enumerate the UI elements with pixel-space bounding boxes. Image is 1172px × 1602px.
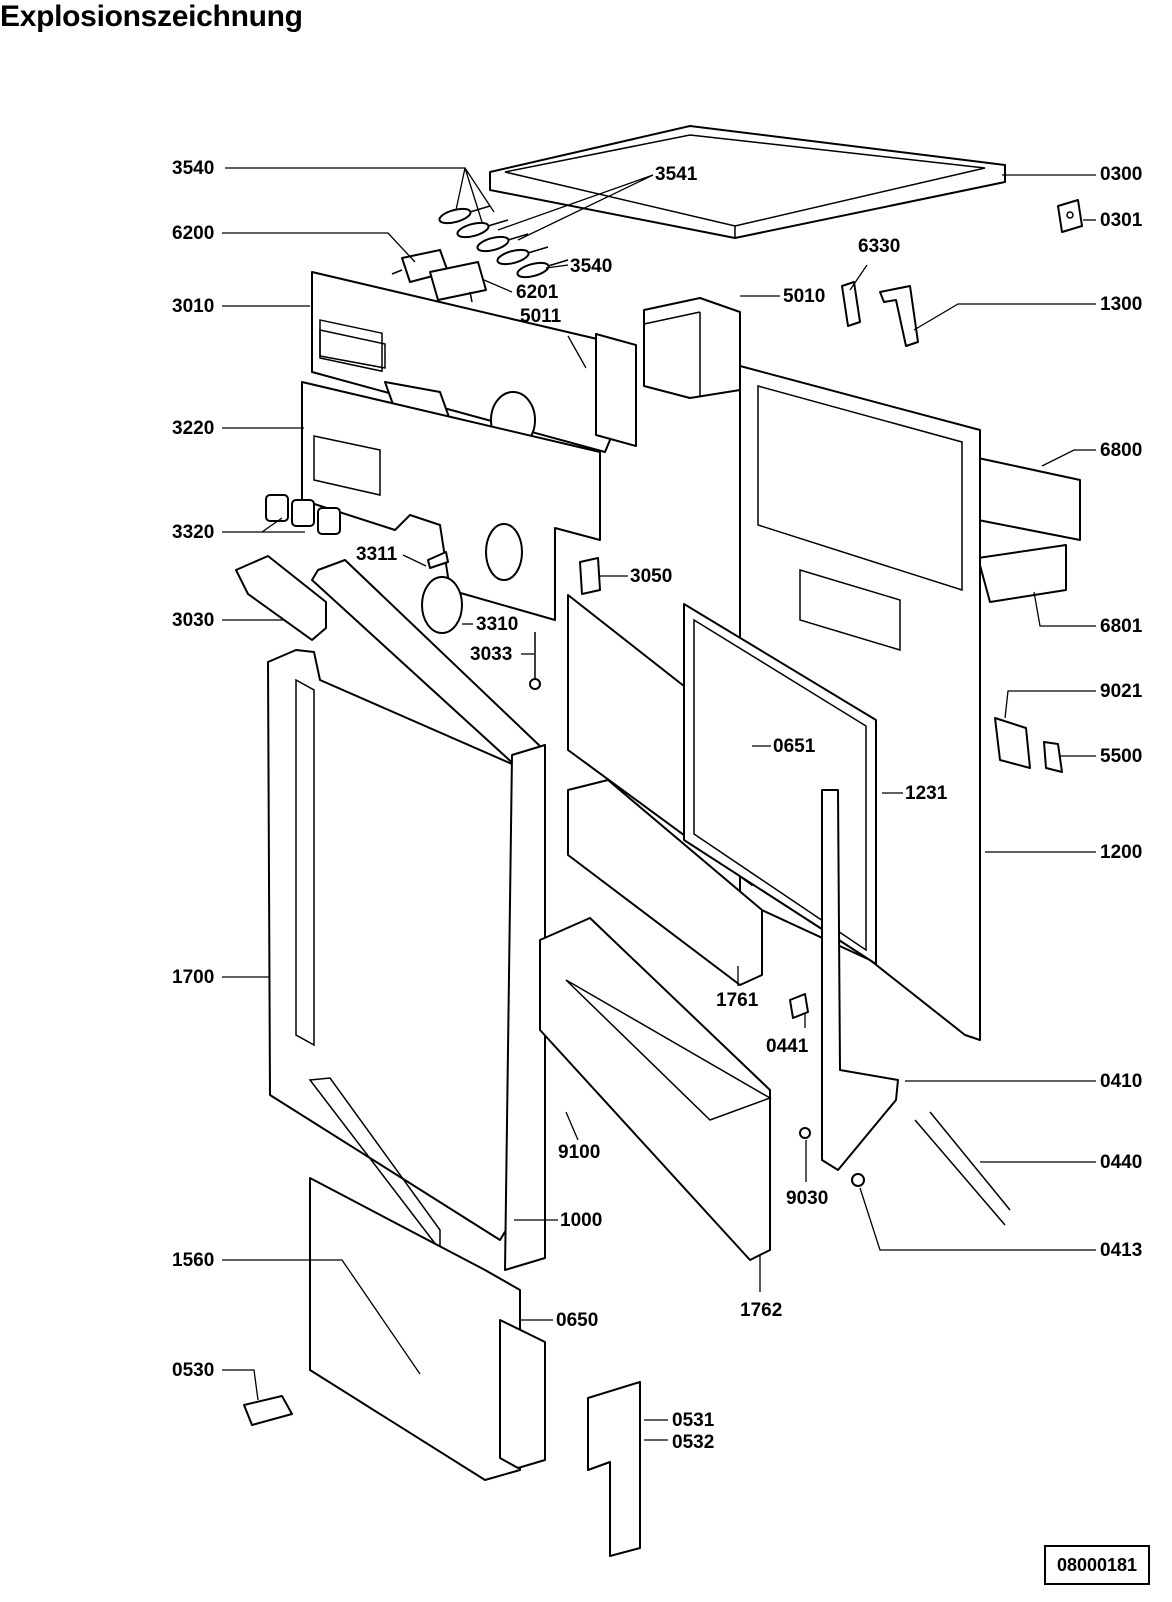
part-label-9021: 9021 — [1100, 681, 1143, 702]
part-label-1762: 1762 — [740, 1300, 782, 1321]
knob-parts-3320 — [265, 494, 341, 535]
part-label-6330: 6330 — [858, 236, 900, 257]
lock-parts-6330-1300 — [841, 281, 919, 347]
part-label-5500: 5500 — [1100, 746, 1142, 767]
part-label-3033: 3033 — [470, 644, 512, 665]
outer-door-part-1700 — [267, 559, 543, 1253]
part-label-0440: 0440 — [1100, 1152, 1142, 1173]
part-label-5010: 5010 — [783, 286, 825, 307]
part-label-3540: 3540 — [172, 158, 214, 179]
bracket-parts-9021-5500 — [994, 717, 1063, 773]
pcb-parts-6800-6801 — [977, 457, 1081, 603]
document-code-box: 08000181 — [1044, 1545, 1150, 1585]
clip-part-0301 — [1057, 199, 1083, 233]
part-label-6201: 6201 — [516, 282, 559, 303]
foot-part-0530 — [243, 1395, 293, 1426]
part-label-0531: 0531 — [672, 1410, 715, 1431]
part-label-6800: 6800 — [1100, 440, 1142, 461]
card-part-0531-0532 — [587, 1381, 641, 1557]
part-label-0301: 0301 — [1100, 210, 1143, 231]
part-label-5011: 5011 — [520, 306, 562, 327]
handle-part-3030 — [235, 555, 327, 641]
part-labels: 3540 3541 0300 0301 6200 6330 3540 6201 … — [172, 158, 1143, 1453]
part-label-3030: 3030 — [172, 610, 214, 631]
part-label-1761: 1761 — [716, 990, 759, 1011]
hinge-parts — [789, 789, 1011, 1226]
part-label-1231: 1231 — [905, 783, 948, 804]
part-label-3310: 3310 — [476, 614, 518, 635]
strip-part-1761 — [567, 779, 763, 986]
part-label-0651: 0651 — [773, 736, 816, 757]
lower-trim-part-1762 — [539, 917, 772, 1261]
worktop-part-0300 — [489, 125, 1006, 239]
part-label-6801: 6801 — [1100, 616, 1143, 637]
part-label-3541: 3541 — [655, 164, 698, 185]
part-label-3311: 3311 — [356, 544, 398, 565]
part-label-1200: 1200 — [1100, 842, 1142, 863]
parts-drawing — [235, 125, 1083, 1557]
strip-part-0650 — [499, 1319, 546, 1469]
leader-lines — [222, 167, 1096, 1441]
part-label-0530: 0530 — [172, 1360, 214, 1381]
part-label-0413: 0413 — [1100, 1240, 1142, 1261]
page-title: Explosionszeichnung — [0, 0, 303, 33]
part-label-3050: 3050 — [630, 566, 672, 587]
part-label-1300: 1300 — [1100, 294, 1142, 315]
part-label-1560: 1560 — [172, 1250, 214, 1271]
part-label-3220: 3220 — [172, 418, 214, 439]
part-label-3320: 3320 — [172, 522, 214, 543]
door-side-part-1000 — [504, 744, 546, 1271]
part-label-1700: 1700 — [172, 967, 214, 988]
clip-part-3050 — [579, 557, 601, 595]
part-label-6200: 6200 — [172, 223, 214, 244]
part-label-0532: 0532 — [672, 1432, 714, 1453]
part-label-1000: 1000 — [560, 1210, 602, 1231]
cable-parts-3540-3541 — [438, 205, 569, 279]
part-label-0650: 0650 — [556, 1310, 598, 1331]
side-panel-part-1560 — [309, 1177, 521, 1481]
switch-parts-6200-6201 — [391, 249, 487, 303]
part-label-0441: 0441 — [766, 1036, 809, 1057]
facia-part-3220 — [301, 381, 601, 621]
part-label-9030: 9030 — [786, 1188, 828, 1209]
part-label-3540-b: 3540 — [570, 256, 612, 277]
document-code: 08000181 — [1056, 1554, 1138, 1575]
part-label-9100: 9100 — [558, 1142, 600, 1163]
part-label-3010: 3010 — [172, 296, 214, 317]
knob-parts-3310-3311-3033 — [421, 551, 541, 690]
part-label-0300: 0300 — [1100, 164, 1142, 185]
part-label-0410: 0410 — [1100, 1071, 1142, 1092]
timer-parts-5010-5011 — [595, 297, 741, 447]
